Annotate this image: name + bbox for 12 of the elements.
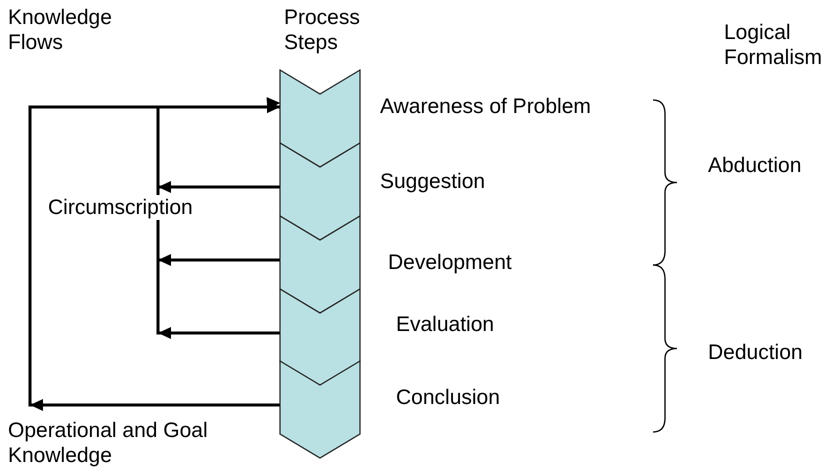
step-label: Conclusion: [396, 386, 500, 410]
step-label: Awareness of Problem: [380, 95, 591, 119]
flow-label: Operational and Goal Knowledge: [8, 418, 208, 468]
column-heading: Process Steps: [284, 5, 361, 55]
step-label: Evaluation: [396, 313, 494, 337]
column-heading: Logical Formalism: [724, 20, 823, 70]
flow-label: Circumscription: [48, 195, 193, 220]
formalism-label: Deduction: [708, 340, 803, 365]
formalism-label: Abduction: [708, 153, 802, 178]
step-label: Development: [388, 251, 512, 275]
column-heading: Knowledge Flows: [8, 5, 113, 55]
step-label: Suggestion: [380, 170, 486, 194]
